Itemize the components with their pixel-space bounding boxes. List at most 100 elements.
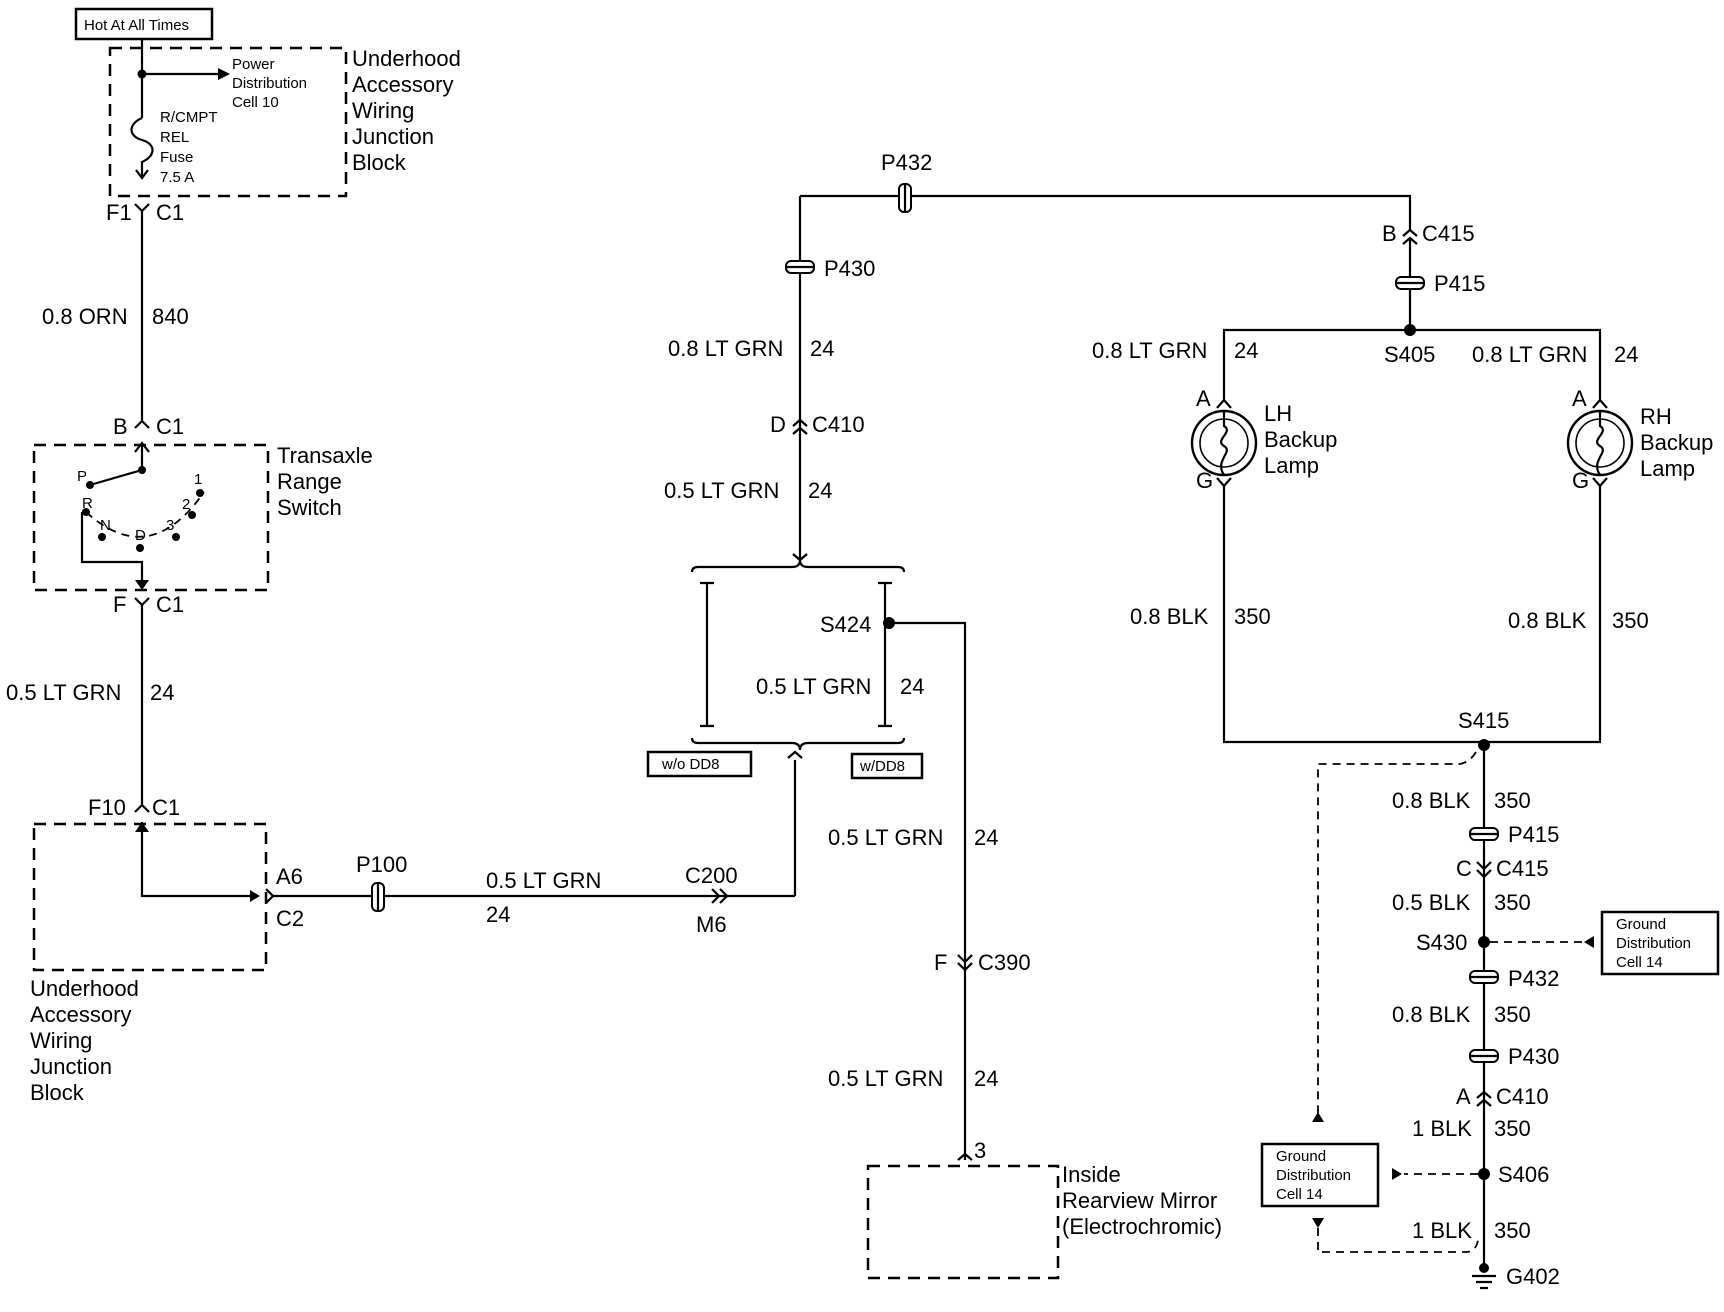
p100-label: P100 bbox=[356, 852, 407, 877]
ground-w3-circuit: 350 bbox=[1494, 1002, 1531, 1027]
trs-pos-2: 2 bbox=[182, 496, 190, 513]
ground-w2-gauge: 0.5 BLK bbox=[1392, 890, 1471, 915]
mid-wire1-circuit: 24 bbox=[810, 336, 834, 361]
inside-rearview-mirror-box bbox=[866, 1164, 1060, 1280]
f1-pin: F1 bbox=[106, 200, 132, 225]
p432-bottom-label: P432 bbox=[1508, 966, 1559, 991]
rh-backup-lamp-name: RH Backup Lamp bbox=[1640, 404, 1720, 481]
fuse-icon bbox=[130, 116, 154, 178]
c390-f-pin: F bbox=[934, 950, 947, 975]
c415-top-label: C415 bbox=[1422, 221, 1475, 246]
ground-w4-gauge: 1 BLK bbox=[1412, 1116, 1472, 1141]
ground-symbol-icon bbox=[1472, 1263, 1496, 1290]
lh-backup-lamp-name: LH Backup Lamp bbox=[1264, 401, 1344, 478]
trs-pos-1: 1 bbox=[194, 471, 202, 488]
a6-pin: A6 bbox=[276, 864, 303, 889]
hot-at-all-times-label: Hot At All Times bbox=[74, 7, 214, 41]
wo-dd8-option-label: w/o DD8 bbox=[646, 750, 753, 778]
c415-bottom-label: C415 bbox=[1496, 856, 1549, 881]
underhood-junction-block-top-name: Underhood Accessory Wiring Junction Bloc… bbox=[352, 46, 467, 175]
c410-bottom-label: C410 bbox=[1496, 1084, 1549, 1109]
lh-backup-lamp-bulb-icon bbox=[1190, 409, 1258, 477]
rh-wire-circuit: 24 bbox=[1614, 342, 1638, 367]
mid-wire5-gauge: 0.5 LT GRN bbox=[828, 1066, 943, 1091]
lh-lamp-a-pin: A bbox=[1196, 386, 1211, 411]
p430-bottom-label: P430 bbox=[1508, 1044, 1559, 1069]
rh-wire-gauge: 0.8 LT GRN bbox=[1472, 342, 1587, 367]
rh-backup-lamp-bulb-icon bbox=[1566, 409, 1634, 477]
mid-wire2-gauge: 0.5 LT GRN bbox=[664, 478, 779, 503]
lh-blk-circuit: 350 bbox=[1234, 604, 1271, 629]
f10-pin: F10 bbox=[88, 795, 126, 820]
svg-text:w/DD8: w/DD8 bbox=[859, 758, 905, 775]
ground-w2-circuit: 350 bbox=[1494, 890, 1531, 915]
wire-24-left-circuit: 24 bbox=[150, 680, 174, 705]
trs-c1-top: C1 bbox=[156, 414, 184, 439]
p432-top-pass-through-icon bbox=[898, 183, 912, 213]
transaxle-range-switch-box bbox=[32, 443, 270, 592]
trs-c1-bottom: C1 bbox=[156, 592, 184, 617]
mirror-pin-3: 3 bbox=[974, 1138, 986, 1163]
rh-blk-gauge: 0.8 BLK bbox=[1508, 608, 1587, 633]
c200-connector: C200 bbox=[685, 863, 738, 888]
p432-top-label: P432 bbox=[881, 150, 932, 175]
m6-pin: M6 bbox=[696, 912, 727, 937]
c1-connector: C1 bbox=[156, 200, 184, 225]
trs-pos-r: R bbox=[82, 495, 93, 512]
mid-wire5-circuit: 24 bbox=[974, 1066, 998, 1091]
p430-top-label: P430 bbox=[824, 256, 875, 281]
trs-pos-d: D bbox=[135, 527, 146, 544]
p432-bottom-pass-through-icon bbox=[1469, 970, 1499, 984]
trs-pos-n: N bbox=[100, 517, 111, 534]
wire-24-left-gauge: 0.5 LT GRN bbox=[6, 680, 121, 705]
c390-connector: C390 bbox=[978, 950, 1031, 975]
c415-b-pin: B bbox=[1382, 221, 1397, 246]
mid-wire4-gauge: 0.5 LT GRN bbox=[828, 825, 943, 850]
p415-bottom-pass-through-icon bbox=[1469, 827, 1499, 841]
rh-lamp-g-pin: G bbox=[1572, 468, 1589, 493]
p415-top-pass-through-icon bbox=[1395, 276, 1425, 290]
ground-distribution-cell14-left: Ground Distribution Cell 14 bbox=[1260, 1142, 1380, 1208]
ground-w4-circuit: 350 bbox=[1494, 1116, 1531, 1141]
trs-f-pin: F bbox=[113, 592, 126, 617]
mid-wire1-gauge: 0.8 LT GRN bbox=[668, 336, 783, 361]
s415-splice: S415 bbox=[1458, 708, 1509, 733]
transaxle-range-switch-name: Transaxle Range Switch bbox=[277, 443, 379, 520]
underhood-junction-block-bottom-name: Underhood Accessory Wiring Junction Bloc… bbox=[30, 976, 145, 1105]
s405-splice: S405 bbox=[1384, 342, 1435, 367]
rcmpt-rel-fuse-label: R/CMPT REL Fuse 7.5 A bbox=[160, 109, 221, 186]
underhood-junction-block-top bbox=[108, 46, 348, 198]
svg-text:Ground Distribution: Ground Distribution Cell 14 bbox=[1616, 916, 1695, 971]
ground-distribution-cell14-right: Ground Distribution Cell 14 bbox=[1600, 910, 1720, 976]
g402-ground: G402 bbox=[1506, 1264, 1560, 1289]
mid-wire3-circuit: 24 bbox=[900, 674, 924, 699]
lh-wire-gauge: 0.8 LT GRN bbox=[1092, 338, 1207, 363]
svg-text:Hot At All Times: Hot At All Times bbox=[84, 17, 189, 34]
trs-b-pin: B bbox=[113, 414, 128, 439]
c410-d-pin: D bbox=[770, 412, 786, 437]
p415-bottom-label: P415 bbox=[1508, 822, 1559, 847]
mid-wire2-circuit: 24 bbox=[808, 478, 832, 503]
c410-mid-label: C410 bbox=[812, 412, 865, 437]
s424-splice: S424 bbox=[820, 612, 871, 637]
ground-w3-gauge: 0.8 BLK bbox=[1392, 1002, 1471, 1027]
rh-blk-circuit: 350 bbox=[1612, 608, 1649, 633]
p430-top-pass-through-icon bbox=[785, 260, 815, 274]
ground-w1-circuit: 350 bbox=[1494, 788, 1531, 813]
ground-w1-gauge: 0.8 BLK bbox=[1392, 788, 1471, 813]
w-dd8-option-label: w/DD8 bbox=[850, 752, 924, 780]
wire-840-circuit: 840 bbox=[152, 304, 189, 329]
wire-840-gauge: 0.8 ORN bbox=[42, 304, 128, 329]
s406-splice: S406 bbox=[1498, 1162, 1549, 1187]
p100-wire-gauge: 0.5 LT GRN bbox=[486, 868, 601, 893]
p415-top-label: P415 bbox=[1434, 271, 1485, 296]
svg-text:Ground Distribution: Ground Distribution Cell 14 bbox=[1276, 1148, 1355, 1203]
trs-pos-3: 3 bbox=[166, 517, 174, 534]
s430-splice: S430 bbox=[1416, 930, 1467, 955]
uawjb-c1: C1 bbox=[152, 795, 180, 820]
lh-wire-circuit: 24 bbox=[1234, 338, 1258, 363]
p100-wire-circuit: 24 bbox=[486, 902, 510, 927]
svg-text:w/o DD8: w/o DD8 bbox=[661, 756, 720, 773]
c410-a-pin: A bbox=[1456, 1084, 1471, 1109]
